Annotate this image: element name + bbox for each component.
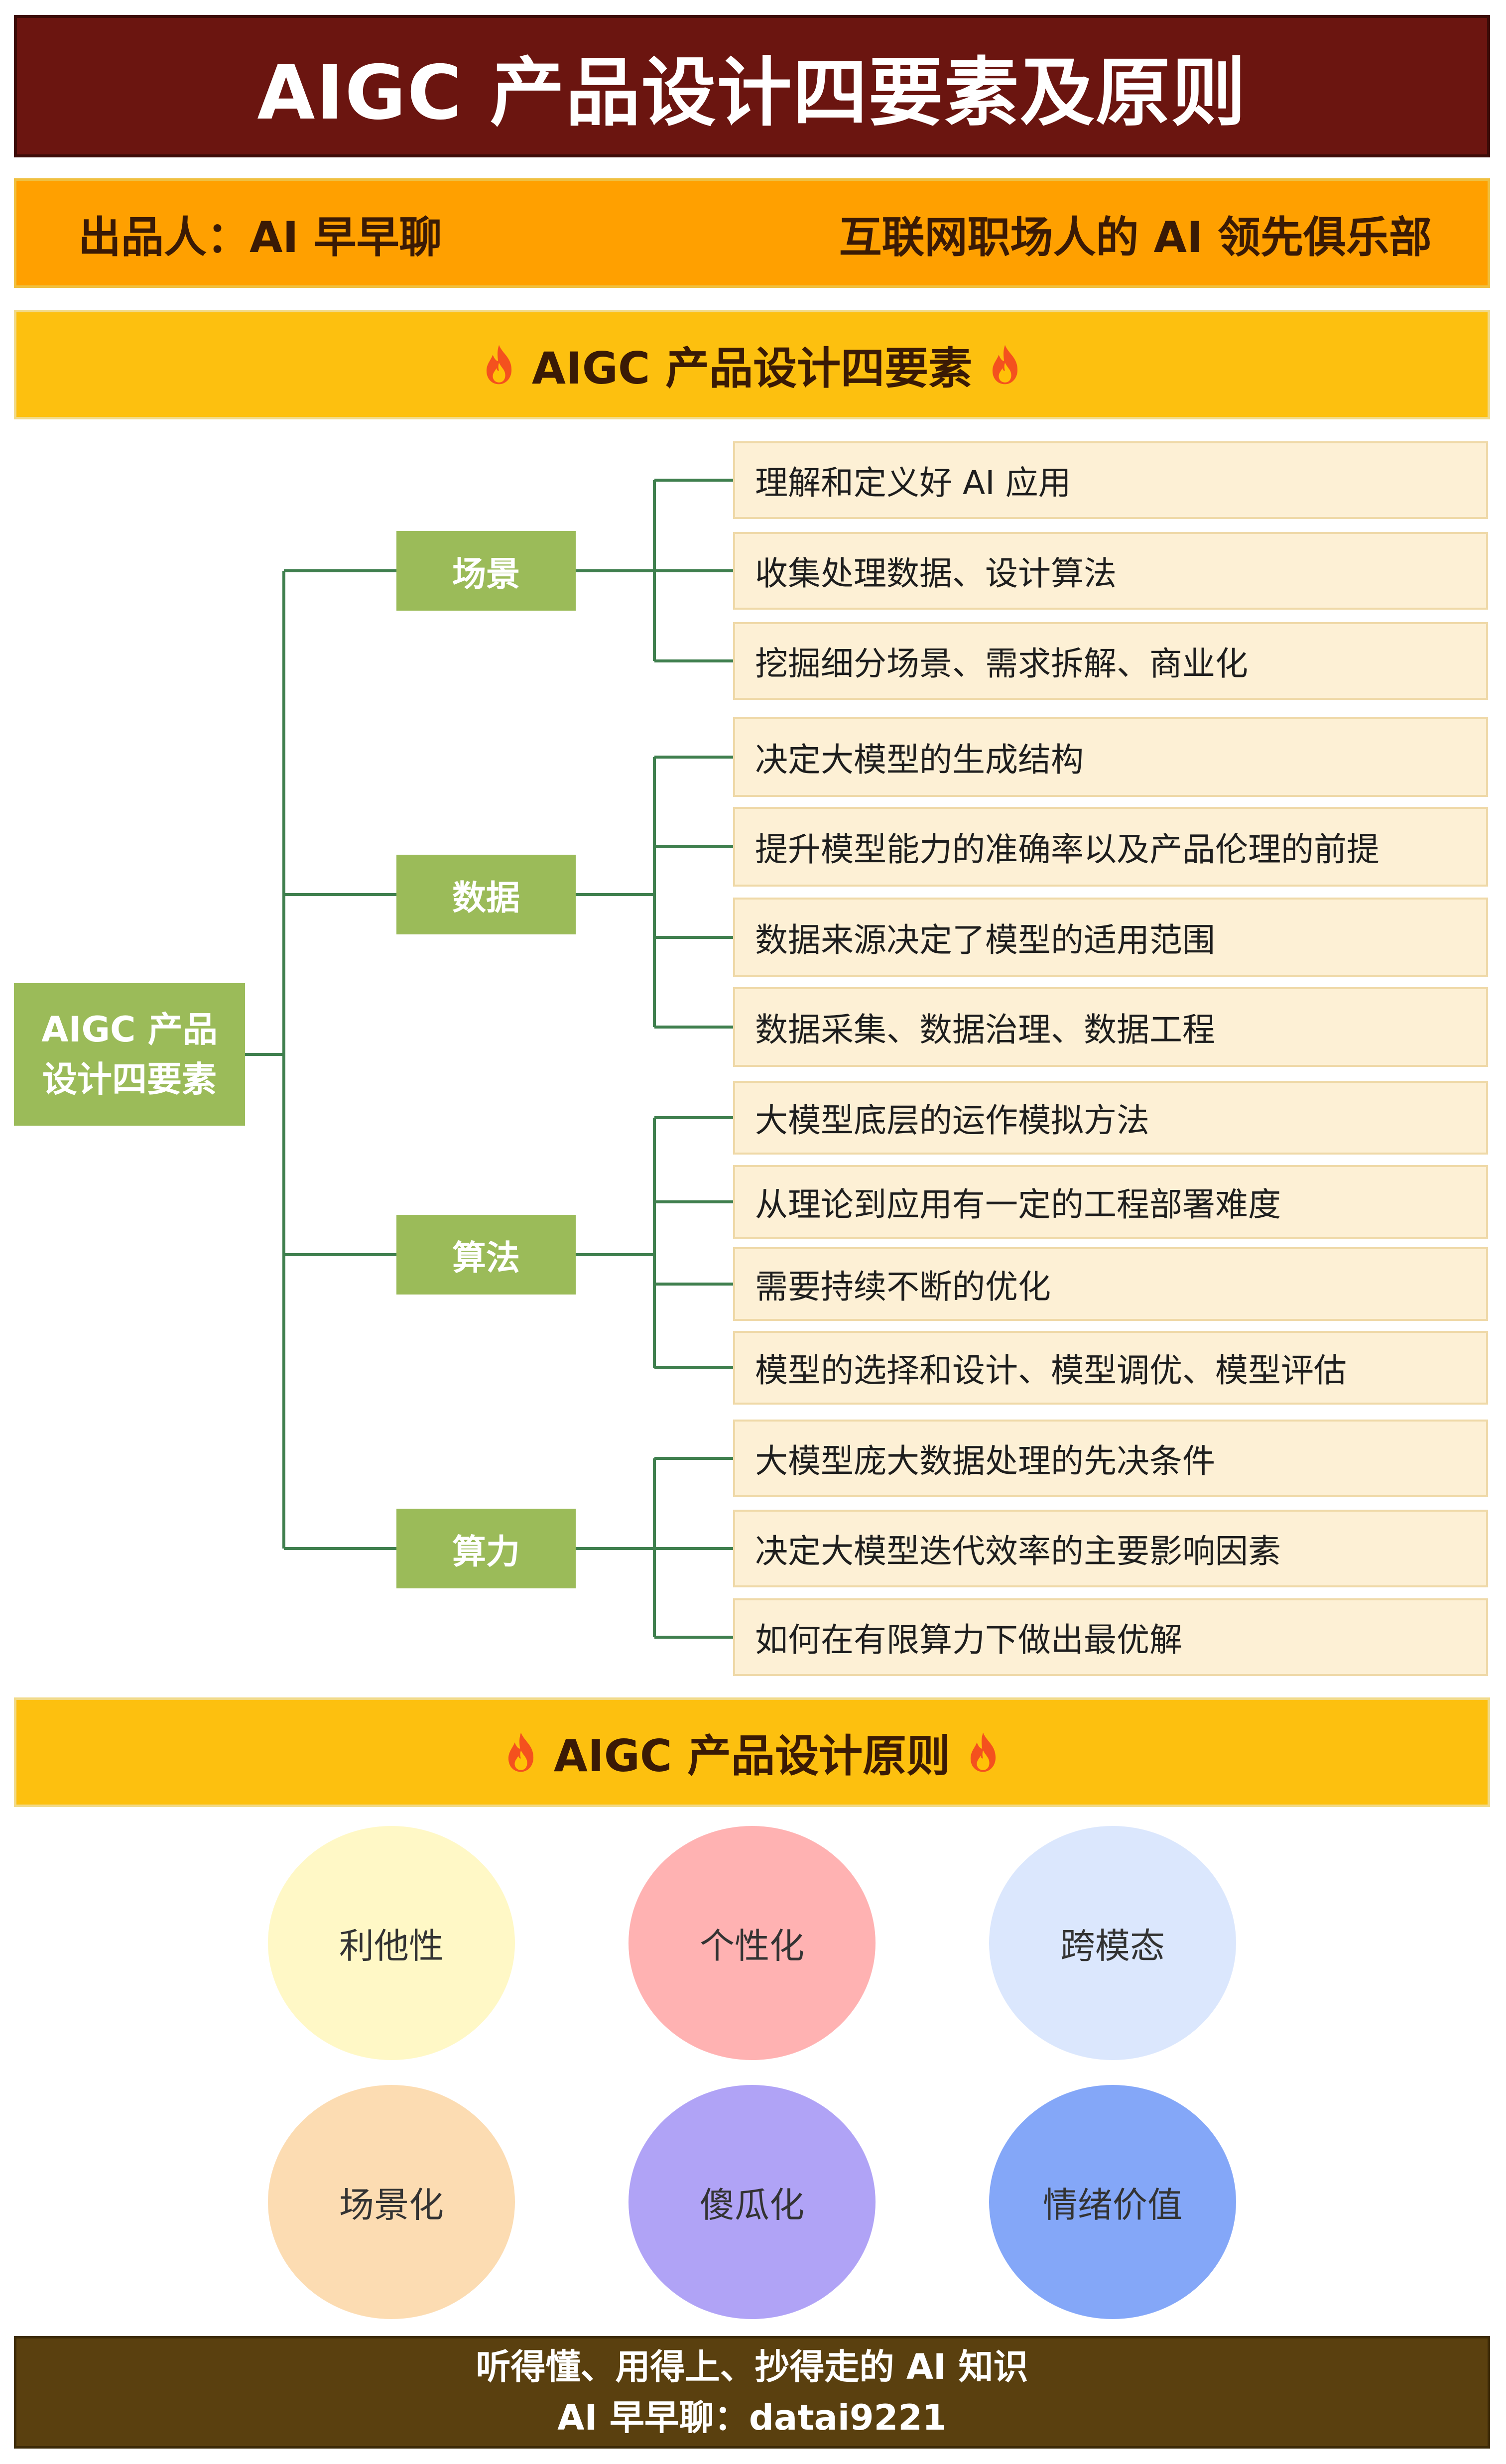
section-header-elements: AIGC 产品设计四要素 [14,310,1490,419]
tree-root-line2: 设计四要素 [42,1059,217,1100]
algorithm-connectors [576,1116,733,1369]
category-label: 场景 [452,554,520,594]
tree-root-line1: AIGC 产品 [41,1009,218,1050]
category-algorithm: 算法 [396,1215,576,1295]
fire-icon [971,1732,996,1772]
section-title-principles: AIGC 产品设计原则 [553,1730,951,1782]
leaf-item: 挖掘细分场景、需求拆解、商业化 [733,622,1488,700]
leaf-item: 决定大模型的生成结构 [733,717,1488,797]
footer-bar: 听得懂、用得上、抄得走的 AI 知识 AI 早早聊：datai9221 [14,2336,1490,2449]
leaf-item: 大模型底层的运作模拟方法 [733,1081,1488,1155]
leaf-item: 决定大模型迭代效率的主要影响因素 [733,1510,1488,1587]
leaf-item: 收集处理数据、设计算法 [733,532,1488,610]
principle-label: 场景化 [339,2184,444,2225]
leaf-item: 需要持续不断的优化 [733,1247,1488,1321]
principle-label: 情绪价值 [1043,2184,1182,2225]
principle-label: 傻瓜化 [700,2184,804,2225]
publisher-bar: 出品人：AI 早早聊 互联网职场人的 AI 领先俱乐部 [14,178,1490,288]
principle-circle: 个性化 [628,1826,876,2060]
fire-icon [486,345,511,385]
publisher-name: 出品人：AI 早早聊 [78,212,442,262]
category-label: 算力 [452,1532,520,1572]
principle-label: 利他性 [339,1925,444,1966]
tree-root: AIGC 产品 设计四要素 [14,983,245,1126]
data-connectors [576,756,733,1029]
principle-circle: 场景化 [268,2085,515,2319]
category-label: 算法 [452,1238,520,1278]
compute-connectors [576,1457,733,1639]
category-compute: 算力 [396,1509,576,1588]
principle-label: 跨模态 [1060,1925,1165,1966]
leaf-item: 提升模型能力的准确率以及产品伦理的前提 [733,807,1488,887]
principle-circle: 跨模态 [989,1826,1236,2060]
principle-circle: 情绪价值 [989,2085,1236,2319]
footer-slogan: 听得懂、用得上、抄得走的 AI 知识 [476,2346,1028,2387]
fire-icon [508,1732,533,1772]
principle-circle: 傻瓜化 [628,2085,876,2319]
leaf-item: 模型的选择和设计、模型调优、模型评估 [733,1331,1488,1405]
section-title-elements: AIGC 产品设计四要素 [531,342,973,394]
fire-icon [993,345,1018,385]
principle-circle: 利他性 [268,1826,515,2060]
leaf-item: 大模型庞大数据处理的先决条件 [733,1420,1488,1497]
leaf-item: 从理论到应用有一定的工程部署难度 [733,1165,1488,1239]
category-data: 数据 [396,855,576,934]
leaf-item: 数据采集、数据治理、数据工程 [733,987,1488,1067]
section-header-principles: AIGC 产品设计原则 [14,1697,1490,1807]
leaf-item: 理解和定义好 AI 应用 [733,441,1488,519]
leaf-item: 数据来源决定了模型的适用范围 [733,898,1488,977]
scene-connectors [576,479,733,662]
category-label: 数据 [452,878,520,918]
leaf-item: 如何在有限算力下做出最优解 [733,1598,1488,1676]
footer-contact: AI 早早聊：datai9221 [557,2397,947,2438]
page-title: AIGC 产品设计四要素及原则 [257,49,1247,136]
publisher-slogan: 互联网职场人的 AI 领先俱乐部 [839,212,1432,262]
principle-label: 个性化 [700,1925,804,1966]
category-scene: 场景 [396,531,576,611]
title-bar: AIGC 产品设计四要素及原则 [14,15,1490,157]
